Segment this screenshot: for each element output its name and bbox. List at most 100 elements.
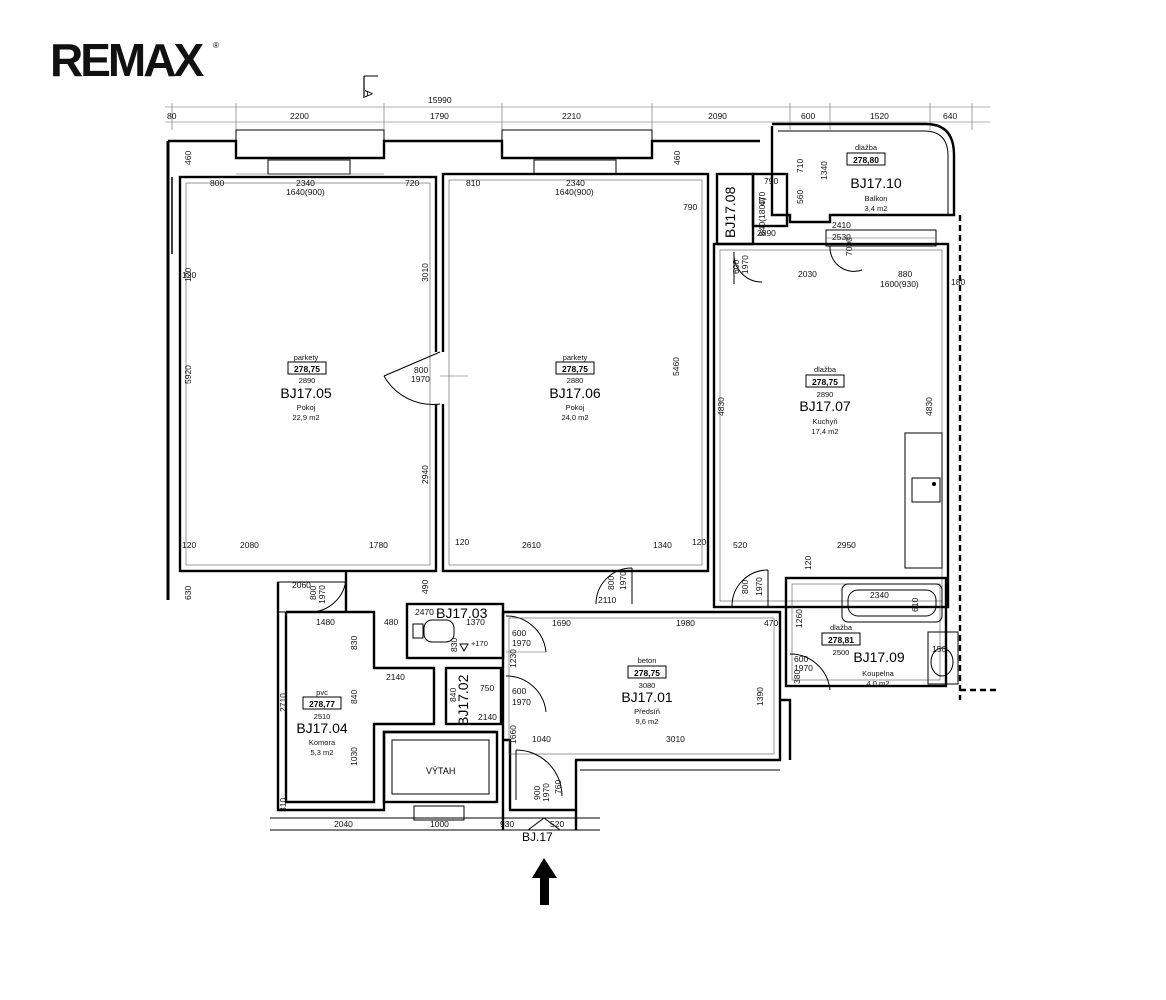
dim: 2060 [292,580,311,590]
dim: 1970 [754,577,764,596]
dim: 480 [384,617,398,627]
dim: 2340 [566,178,585,188]
top-dimension-chain: 15990 80 2200 1790 2210 2090 600 1520 64… [165,95,990,130]
room-material: dlažba [814,365,837,374]
dim-total: 15990 [428,95,452,105]
dim-top-7: 1520 [870,111,889,121]
brand-reg-mark: ® [213,41,219,50]
elevator: VÝTAH [382,730,499,821]
room-id: BJ17.07 [799,398,851,414]
dim: 1640(900) [555,187,594,197]
dim: 310 [278,798,288,812]
dim: 1970 [411,374,430,384]
dim: 5920 [183,365,193,384]
room-height: 2510 [314,712,331,721]
dim: 120 [455,537,469,547]
dim: 840 [448,688,458,702]
dim: 490 [420,580,430,594]
dim: 560 [795,190,805,204]
room-height: 2500 [833,648,850,657]
interior-dimensions: 800 2340 720 1640(900) 810 2340 1640(900… [182,151,965,829]
room-height: 3080 [639,681,656,690]
dim: 2610 [522,540,541,550]
dim: 640(1800) [757,197,767,236]
dim: 1370 [466,617,485,627]
dim: 120 [692,537,706,547]
dim-top-8: 640 [943,111,957,121]
dim: 470 [764,618,778,628]
dim: 2030 [798,269,817,279]
room-label-bj17-10: dlažba 278,80 BJ17.10 Balkon 3,4 m2 [846,143,902,213]
dim: 830 [449,638,459,652]
dim: 750 [480,683,494,693]
room-id: BJ17.09 [853,649,905,665]
dim: 600 [512,628,526,638]
room-material: beton [638,656,657,665]
dim: 2140 [478,712,497,722]
dim: 880 [898,269,912,279]
room-bj17-01-walls [270,610,792,831]
room-height: 2880 [567,376,584,385]
dim-top-6: 600 [801,111,815,121]
level-mark-bj17-03: +170 [471,639,488,648]
dim: 2140 [386,672,405,682]
dim: 520 [550,819,564,829]
dim: 3010 [420,263,430,282]
room-bj17-08-walls [715,172,863,284]
dim: 2340 [870,590,889,600]
door-bj17-05-06 [383,351,468,405]
room-id-bj17-08: BJ17.08 [722,186,738,238]
room-name: Kuchyň [812,417,837,426]
dim: 1260 [794,609,804,628]
room-name: Komora [309,738,336,747]
room-name: Koupelna [862,669,895,678]
dim: 1970 [740,255,750,274]
room-material: parkety [294,353,319,362]
room-id-bj17-03: BJ17.03 [436,605,488,621]
dim: 470 [757,192,767,206]
room-label-bj17-04: pvc 278,77 2510 BJ17.04 Komora 5,3 m2 [296,688,348,757]
room-area: 3,4 m2 [865,204,888,213]
dim: 460 [672,151,682,165]
room-area: 22,9 m2 [292,413,319,422]
dim: 610 [910,598,920,612]
room-level: 278,75 [634,668,660,678]
room-area: 4,0 m2 [867,679,890,688]
dim: 4830 [716,397,726,416]
dim: 2530 [832,232,851,242]
room-area: 5,3 m2 [311,748,334,757]
stair-label: BJ.17 [522,830,553,844]
dim: 840 [349,690,359,704]
section-mark: A [362,75,378,98]
dim: 1340 [653,540,672,550]
room-name: Předsíň [634,707,660,716]
dim: 2710 [278,693,288,712]
room-label-bj17-01: beton 278,75 3080 BJ17.01 Předsíň 9,6 m2 [621,656,673,726]
dim-top-2: 2200 [290,111,309,121]
room-label-bj17-05: parkety 278,75 2890 BJ17.05 Pokoj 22,9 m… [280,353,332,422]
dim: 2410 [832,220,851,230]
room-height: 2890 [817,390,834,399]
dim: 1980 [676,618,695,628]
dim: 1970 [794,663,813,673]
brand-logo: REMAX ® [50,34,219,86]
room-id: BJ17.04 [296,720,348,736]
room-name: Pokoj [566,403,585,412]
dim: 810 [466,178,480,188]
dim: 3010 [666,734,685,744]
room-id-bj17-02: BJ17.02 [455,674,471,726]
dim: 1660 [508,725,518,744]
dim: 2040 [334,819,353,829]
dim: 760 [553,780,563,794]
dim-top-1: 80 [167,111,177,121]
section-mark-label: A [362,90,374,98]
dim: 600 [794,654,808,664]
dim: 630 [183,586,193,600]
room-name: Pokoj [297,403,316,412]
dim: 2950 [837,540,856,550]
dim: 1000 [430,819,449,829]
room-material: parkety [563,353,588,362]
dim: 1230 [508,649,518,668]
dim: 1340 [819,161,829,180]
